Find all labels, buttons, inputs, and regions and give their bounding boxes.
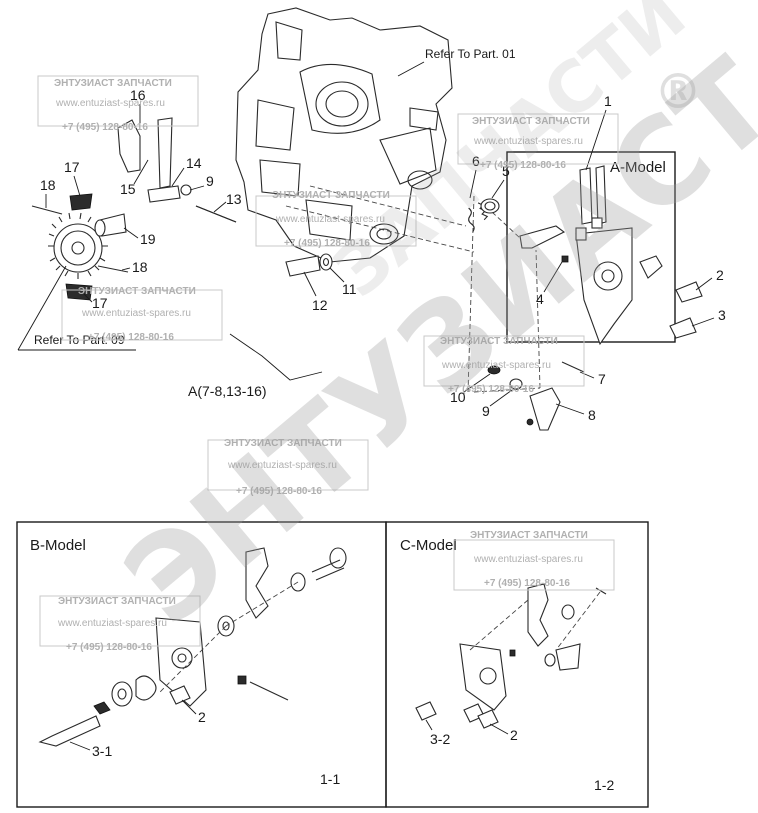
reference-part-01: Refer To Part. 01 — [425, 47, 516, 61]
svg-text:www.entuziast-spares.ru: www.entuziast-spares.ru — [81, 308, 191, 319]
b-model-title: B-Model — [30, 537, 86, 554]
svg-text:+7 (495) 128-80-16: +7 (495) 128-80-16 — [284, 238, 370, 249]
group-label-a: A(7-8,13-16) — [188, 383, 267, 399]
lever-8 — [529, 387, 561, 431]
a-model-bracket — [575, 227, 633, 346]
svg-text:11: 11 — [342, 281, 357, 297]
svg-text:18: 18 — [40, 177, 56, 193]
svg-text:9: 9 — [482, 403, 490, 419]
svg-text:7: 7 — [598, 371, 606, 387]
governor-lever — [117, 119, 141, 173]
svg-text:www.entuziast-spares.ru: www.entuziast-spares.ru — [55, 98, 165, 109]
b-callout-3-1: 3-1 — [92, 743, 112, 759]
svg-text:13: 13 — [226, 191, 242, 207]
svg-text:14: 14 — [186, 155, 202, 171]
svg-text:ЭНТУЗИАСТ ЗАПЧАСТИ: ЭНТУЗИАСТ ЗАПЧАСТИ — [472, 116, 590, 127]
svg-text:17: 17 — [92, 295, 108, 311]
c-callout-2: 2 — [510, 727, 518, 743]
svg-text:18: 18 — [132, 259, 148, 275]
svg-text:+7 (495) 128-80-16: +7 (495) 128-80-16 — [448, 384, 534, 395]
svg-text:ЭНТУЗИАСТ ЗАПЧАСТИ: ЭНТУЗИАСТ ЗАПЧАСТИ — [78, 286, 196, 297]
svg-text:16: 16 — [130, 87, 146, 103]
svg-text:+7 (495) 128-80-16: +7 (495) 128-80-16 — [484, 578, 570, 589]
svg-text:ЭНТУЗИАСТ ЗАПЧАСТИ: ЭНТУЗИАСТ ЗАПЧАСТИ — [440, 336, 558, 347]
svg-text:ЭНТУЗИАСТ ЗАПЧАСТИ: ЭНТУЗИАСТ ЗАПЧАСТИ — [58, 596, 176, 607]
svg-text:17: 17 — [64, 159, 80, 175]
governor-shaft — [157, 117, 173, 189]
b-model-parts — [38, 547, 347, 747]
gear-clip-top — [69, 193, 93, 211]
svg-text:+7 (495) 128-80-16: +7 (495) 128-80-16 — [236, 486, 322, 497]
watermark-box-5: ЭНТУЗИАСТ ЗАПЧАСТИ www.entuziast-spares.… — [423, 335, 585, 395]
svg-text:www.entuziast-spares.ru: www.entuziast-spares.ru — [473, 136, 583, 147]
svg-text:www.entuziast-spares.ru: www.entuziast-spares.ru — [275, 214, 385, 225]
svg-text:www.entuziast-spares.ru: www.entuziast-spares.ru — [227, 460, 337, 471]
bolt-12 — [285, 255, 321, 277]
a-model-title: A-Model — [610, 159, 666, 176]
callouts-top: 1 2 3 4 5 6 7 8 9 10 11 12 13 14 15 16 9… — [40, 87, 726, 423]
c-model-box — [385, 521, 649, 808]
svg-text:+7 (495) 128-80-16: +7 (495) 128-80-16 — [66, 642, 152, 653]
svg-text:2: 2 — [716, 267, 724, 283]
svg-text:ЭНТУЗИАСТ ЗАПЧАСТИ: ЭНТУЗИАСТ ЗАПЧАСТИ — [470, 530, 588, 541]
subfigure-1-2: 1-2 — [594, 777, 614, 793]
watermark-box-6: ЭНТУЗИАСТ ЗАПЧАСТИ www.entuziast-spares.… — [207, 438, 369, 497]
crankcase — [235, 7, 453, 263]
b-callout-2: 2 — [198, 709, 206, 725]
svg-text:10: 10 — [450, 389, 466, 405]
svg-text:9: 9 — [206, 173, 214, 189]
svg-text:4: 4 — [536, 291, 544, 307]
svg-text:3: 3 — [718, 307, 726, 323]
svg-text:6: 6 — [472, 153, 480, 169]
watermark-box-7: ЭНТУЗИАСТ ЗАПЧАСТИ www.entuziast-spares.… — [39, 595, 201, 653]
svg-text:ЭНТУЗИАСТ ЗАПЧАСТИ: ЭНТУЗИАСТ ЗАПЧАСТИ — [272, 190, 390, 201]
c-model-title: C-Model — [400, 537, 457, 554]
svg-text:+7 (495) 128-80-16: +7 (495) 128-80-16 — [88, 332, 174, 343]
svg-text:15: 15 — [120, 181, 136, 197]
svg-text:www.entuziast-spares.ru: www.entuziast-spares.ru — [57, 618, 167, 629]
svg-text:ЭНТУЗИАСТ ЗАПЧАСТИ: ЭНТУЗИАСТ ЗАПЧАСТИ — [54, 78, 172, 89]
svg-text:www.entuziast-spares.ru: www.entuziast-spares.ru — [441, 360, 551, 371]
svg-text:www.entuziast-spares.ru: www.entuziast-spares.ru — [473, 554, 583, 565]
c-model-parts — [415, 583, 607, 729]
svg-text:+7 (495) 128-80-16: +7 (495) 128-80-16 — [480, 160, 566, 171]
watermark-box-2: ЭНТУЗИАСТ ЗАПЧАСТИ www.entuziast-spares.… — [457, 113, 619, 171]
svg-text:8: 8 — [588, 407, 596, 423]
watermark-box-8: ЭНТУЗИАСТ ЗАПЧАСТИ www.entuziast-spares.… — [453, 530, 615, 591]
subfigure-1-1: 1-1 — [320, 771, 340, 787]
c-callout-3-2: 3-2 — [430, 731, 450, 747]
svg-text:12: 12 — [312, 297, 328, 313]
svg-text:ЭНТУЗИАСТ ЗАПЧАСТИ: ЭНТУЗИАСТ ЗАПЧАСТИ — [224, 438, 342, 449]
watermark-box-1: ЭНТУЗИАСТ ЗАПЧАСТИ www.entuziast-spares.… — [37, 75, 199, 133]
a-model-box — [506, 151, 676, 343]
svg-text:19: 19 — [140, 231, 156, 247]
watermark-box-3: ЭНТУЗИАСТ ЗАПЧАСТИ www.entuziast-spares.… — [255, 190, 417, 249]
watermark-box-4: ЭНТУЗИАСТ ЗАПЧАСТИ www.entuziast-spares.… — [61, 286, 223, 343]
a-model-lever — [519, 225, 566, 249]
svg-text:+7 (495) 128-80-16: +7 (495) 128-80-16 — [62, 122, 148, 133]
svg-text:1: 1 — [604, 93, 612, 109]
svg-text:5: 5 — [502, 163, 510, 179]
registered-mark: ® — [654, 64, 702, 120]
